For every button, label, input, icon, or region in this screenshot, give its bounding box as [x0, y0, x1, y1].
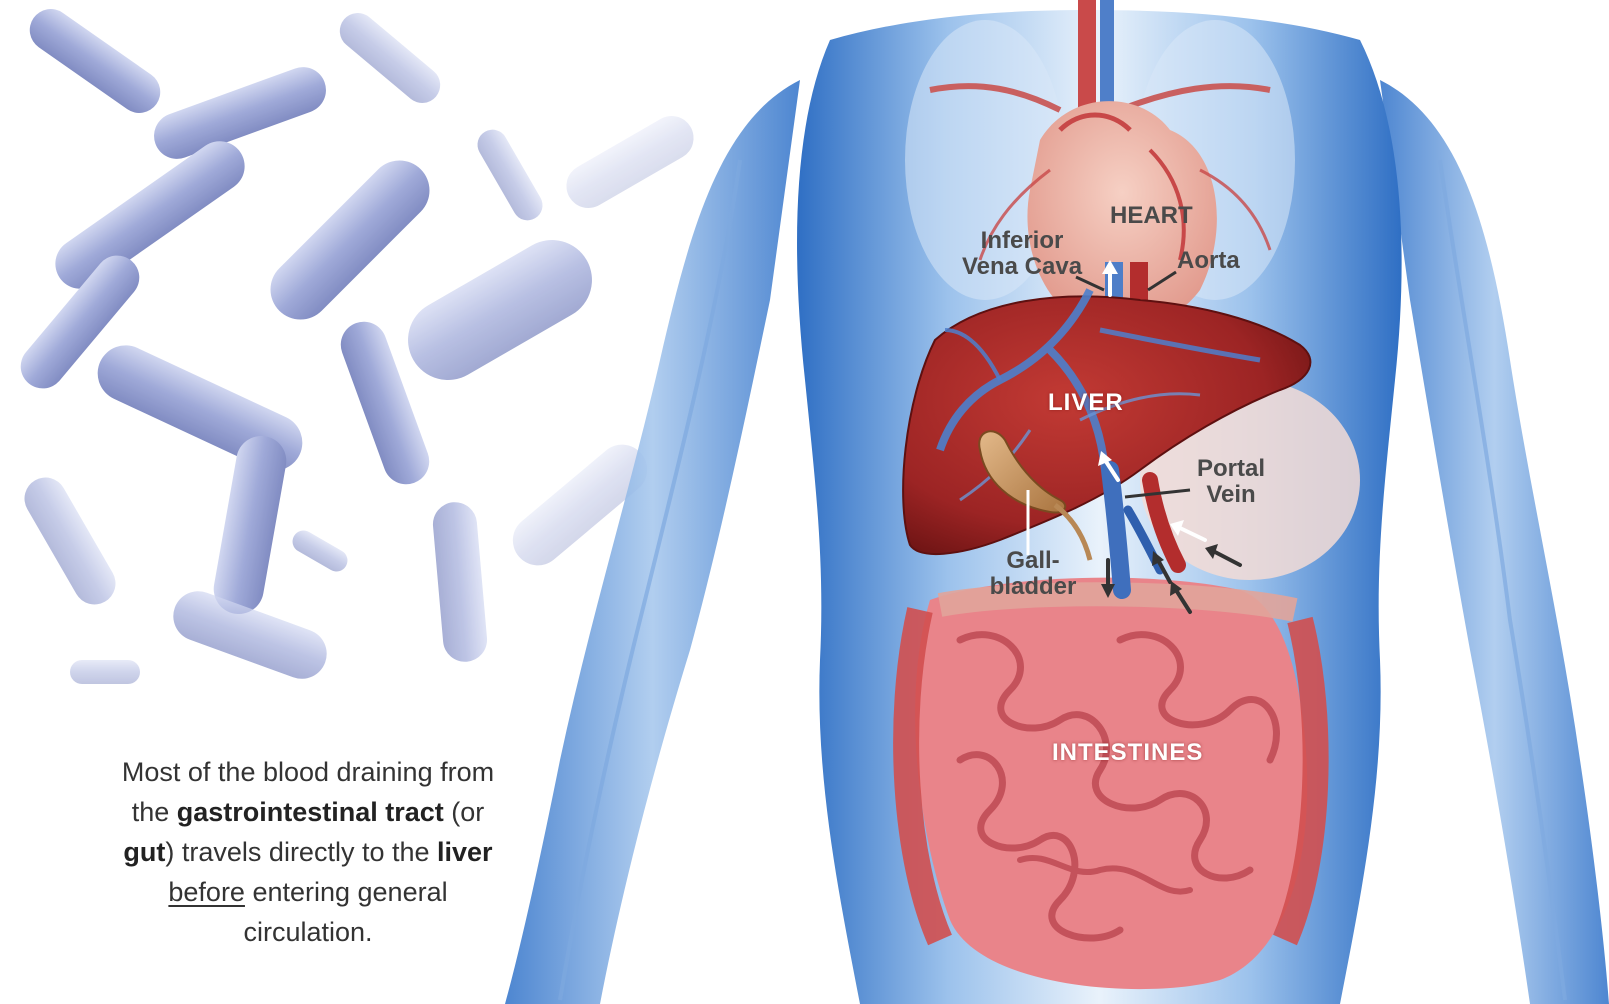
- portal-vein-label-line1: Portal: [1186, 456, 1276, 482]
- portal-vein-label: Portal Vein: [1186, 456, 1276, 508]
- inferior-vena-cava-label-line2: Vena Cava: [952, 254, 1092, 280]
- intestines: [906, 578, 1316, 989]
- intestines-label: INTESTINES: [1052, 740, 1203, 766]
- caption-segment: ) travels directly to the: [165, 837, 437, 867]
- inferior-vena-cava-label-line1: Inferior: [952, 228, 1092, 254]
- caption-segment: entering general circulation.: [243, 877, 447, 947]
- bacteria-cluster: [12, 1, 702, 686]
- gallbladder-label: Gall- bladder: [978, 548, 1088, 600]
- gallbladder-label-line2: bladder: [978, 574, 1088, 600]
- caption-text: Most of the blood draining from the gast…: [118, 752, 498, 952]
- caption-bold-liver: liver: [437, 837, 493, 867]
- aorta-label: Aorta: [1177, 248, 1240, 274]
- liver-label: LIVER: [1048, 390, 1124, 416]
- caption-bold-gi-tract: gastrointestinal tract: [177, 797, 444, 827]
- heart-label: HEART: [1110, 203, 1193, 229]
- caption-underline-before: before: [168, 877, 245, 907]
- inferior-vena-cava-label: Inferior Vena Cava: [952, 228, 1092, 280]
- caption-bold-gut: gut: [123, 837, 165, 867]
- gallbladder-label-line1: Gall-: [978, 548, 1088, 574]
- caption-segment: (or: [444, 797, 485, 827]
- portal-vein-label-line2: Vein: [1186, 482, 1276, 508]
